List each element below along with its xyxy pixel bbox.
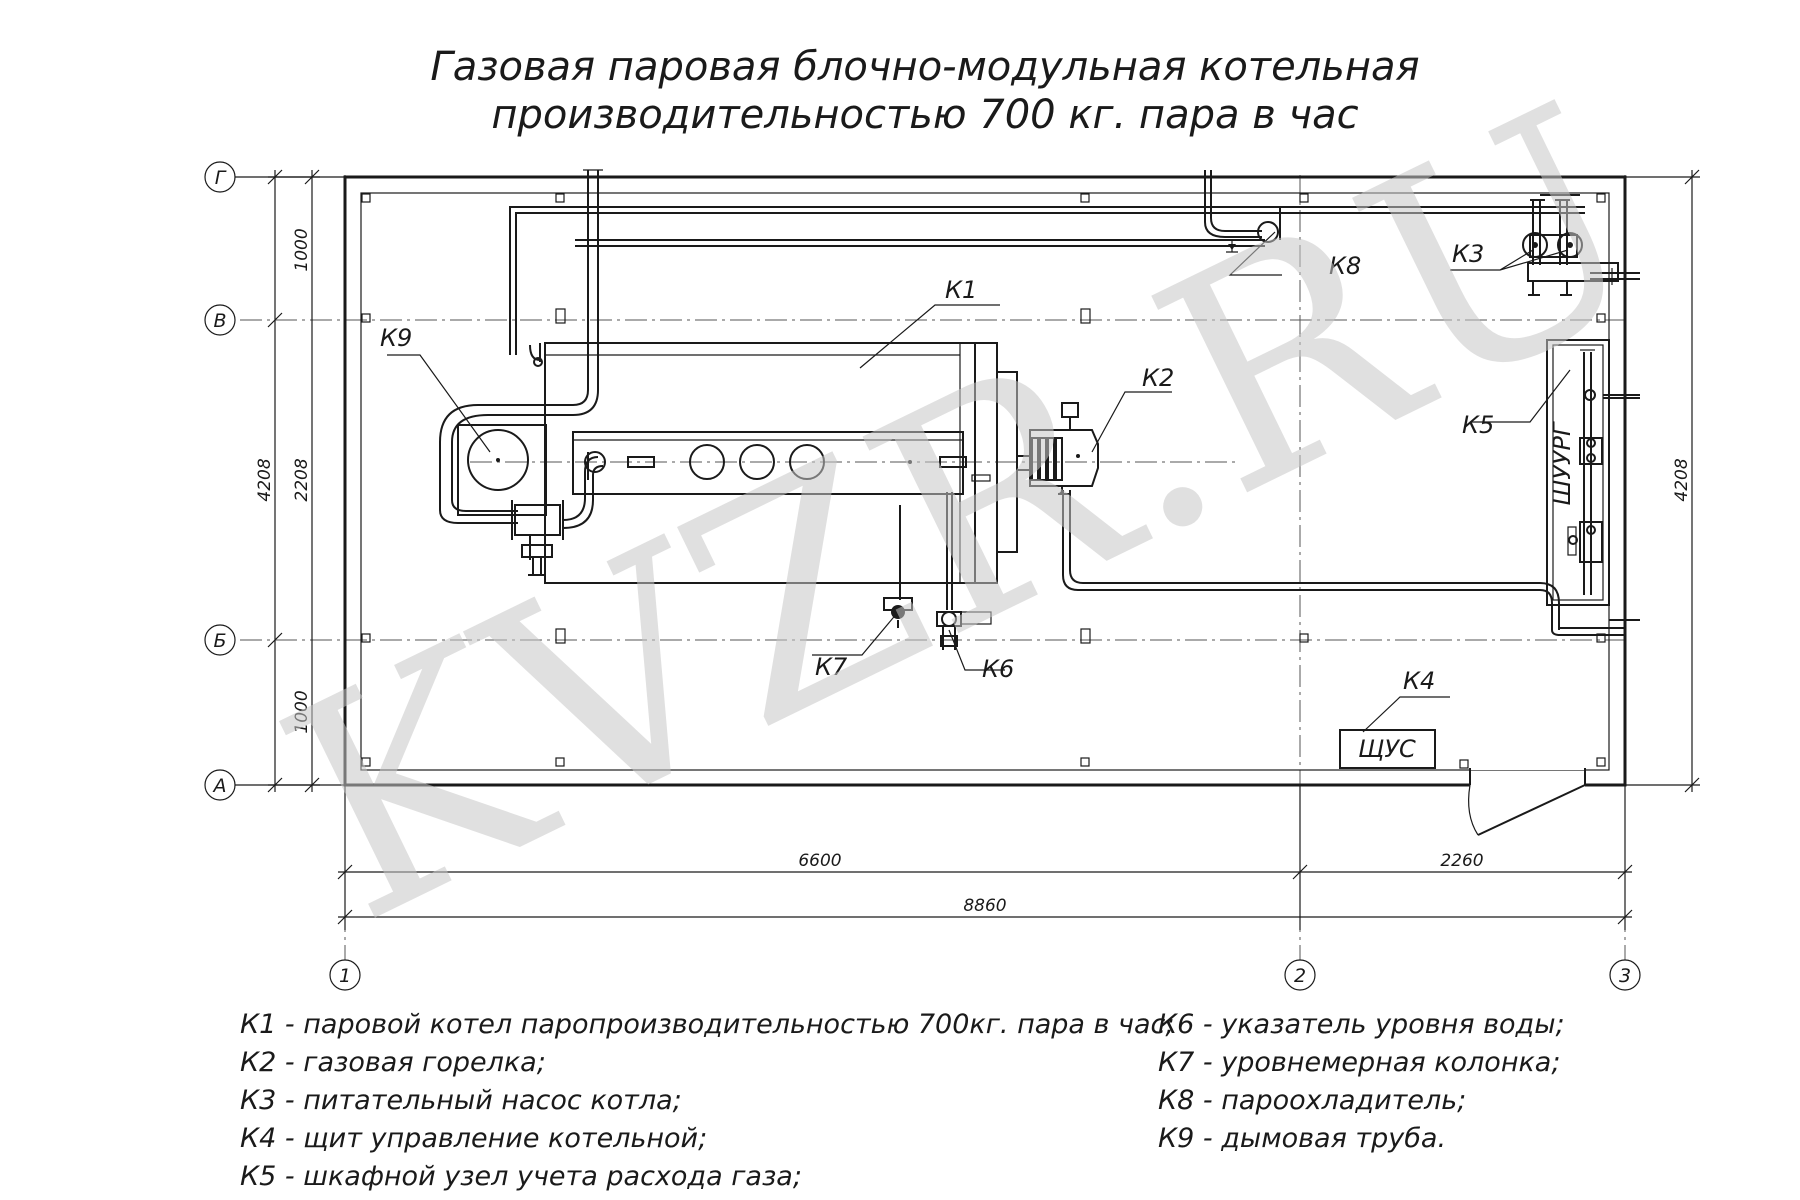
legend-item-k6: К6 - указатель уровня воды; <box>1158 1009 1565 1040</box>
drawing-title-line-2: производительностью 700 кг. пара в час <box>491 92 1358 138</box>
feed-pump-2 <box>1557 232 1583 258</box>
callout-k2: К2 <box>1142 364 1174 392</box>
dim-right-total: 4208 <box>1672 458 1692 501</box>
axis-row-v: В <box>213 310 226 332</box>
door-swing-arc <box>1468 784 1479 836</box>
feed-pump-1 <box>1522 232 1548 258</box>
axis-row-a: А <box>212 775 227 797</box>
axis-row-b: Б <box>213 630 226 652</box>
desuperheater-valve <box>1257 221 1279 243</box>
gas-burner-k2 <box>1016 402 1625 636</box>
legend-item-k8: К8 - пароохладитель; <box>1158 1085 1466 1116</box>
gas-cabinet-label: ШУУРГ <box>1548 421 1576 505</box>
building-walls <box>343 175 1627 836</box>
callout-k6: К6 <box>982 655 1014 683</box>
callout-k8: К8 <box>1329 252 1361 280</box>
control-board-k4: ЩУС <box>1339 729 1436 769</box>
legend-item-k3: К3 - питательный насос котла; <box>240 1085 682 1116</box>
feed-pipe-assembly <box>511 452 604 576</box>
dimension-lines <box>267 169 1700 930</box>
axis-row-g: Г <box>215 167 227 189</box>
watermark-kvzr: KVZR.RU <box>238 40 1693 989</box>
callout-k9: К9 <box>380 324 412 352</box>
axis-col-1: 1 <box>339 965 351 987</box>
legend-item-k2: К2 - газовая горелка; <box>240 1047 546 1078</box>
axis-col-2: 2 <box>1294 965 1306 987</box>
callout-k5: К5 <box>1462 411 1494 439</box>
callout-leaders <box>387 231 1571 733</box>
legend-right-column: К6 - указатель уровня воды; К7 - уровнем… <box>1158 1009 1565 1154</box>
dim-left-total: 4208 <box>255 458 275 501</box>
steam-boiler-k1 <box>544 342 1018 610</box>
dim-left-top: 1000 <box>292 228 312 271</box>
control-board-label: ЩУС <box>1358 735 1416 763</box>
boiler-port-2 <box>739 444 775 480</box>
grid-axis-bubbles: Г В Б А 1 2 3 <box>204 161 1641 991</box>
callout-k3: К3 <box>1452 240 1484 268</box>
legend-item-k4: К4 - щит управление котельной; <box>240 1123 707 1154</box>
dim-left-bot: 1000 <box>292 690 312 733</box>
callout-k1: К1 <box>945 276 977 304</box>
boiler-port-1 <box>689 444 725 480</box>
chimney-valve <box>529 344 543 367</box>
callout-labels: К1 К2 К3 К4 К5 К6 К7 К8 К9 <box>380 240 1494 695</box>
axis-col-3: 3 <box>1619 965 1631 987</box>
legend-item-k1: К1 - паровой котел паропроизводительност… <box>240 1009 1174 1040</box>
boiler-port-3 <box>789 444 825 480</box>
legend-item-k5: К5 - шкафной узел учета расхода газа; <box>240 1161 802 1192</box>
door-leaf <box>1477 784 1586 836</box>
legend-item-k7: К7 - уровнемерная колонка; <box>1158 1047 1560 1078</box>
legend-item-k9: К9 - дымовая труба. <box>1158 1123 1446 1154</box>
callout-k4: К4 <box>1403 667 1435 695</box>
dim-left-mid: 2208 <box>292 458 312 501</box>
dim-bottom-seg-1: 6600 <box>798 851 841 871</box>
feed-pumps-k3 <box>1522 194 1640 296</box>
watermark-text: KVZR.RU <box>238 40 1693 989</box>
chimney-k9 <box>457 343 547 516</box>
drawing-title-line-1: Газовая паровая блочно-модульная котельн… <box>430 44 1419 90</box>
column-anchors <box>361 193 1606 769</box>
gas-metering-cabinet-k5: ШУУРГ <box>1546 339 1640 621</box>
callout-k7: К7 <box>815 653 848 681</box>
legend-left-column: К1 - паровой котел паропроизводительност… <box>240 1009 1174 1192</box>
top-pipelines <box>439 169 1585 524</box>
dim-bottom-seg-2: 2260 <box>1440 851 1483 871</box>
dimension-values: 1000 2208 1000 4208 4208 6600 2260 8860 <box>255 228 1692 916</box>
dim-bottom-total: 8860 <box>963 896 1006 916</box>
